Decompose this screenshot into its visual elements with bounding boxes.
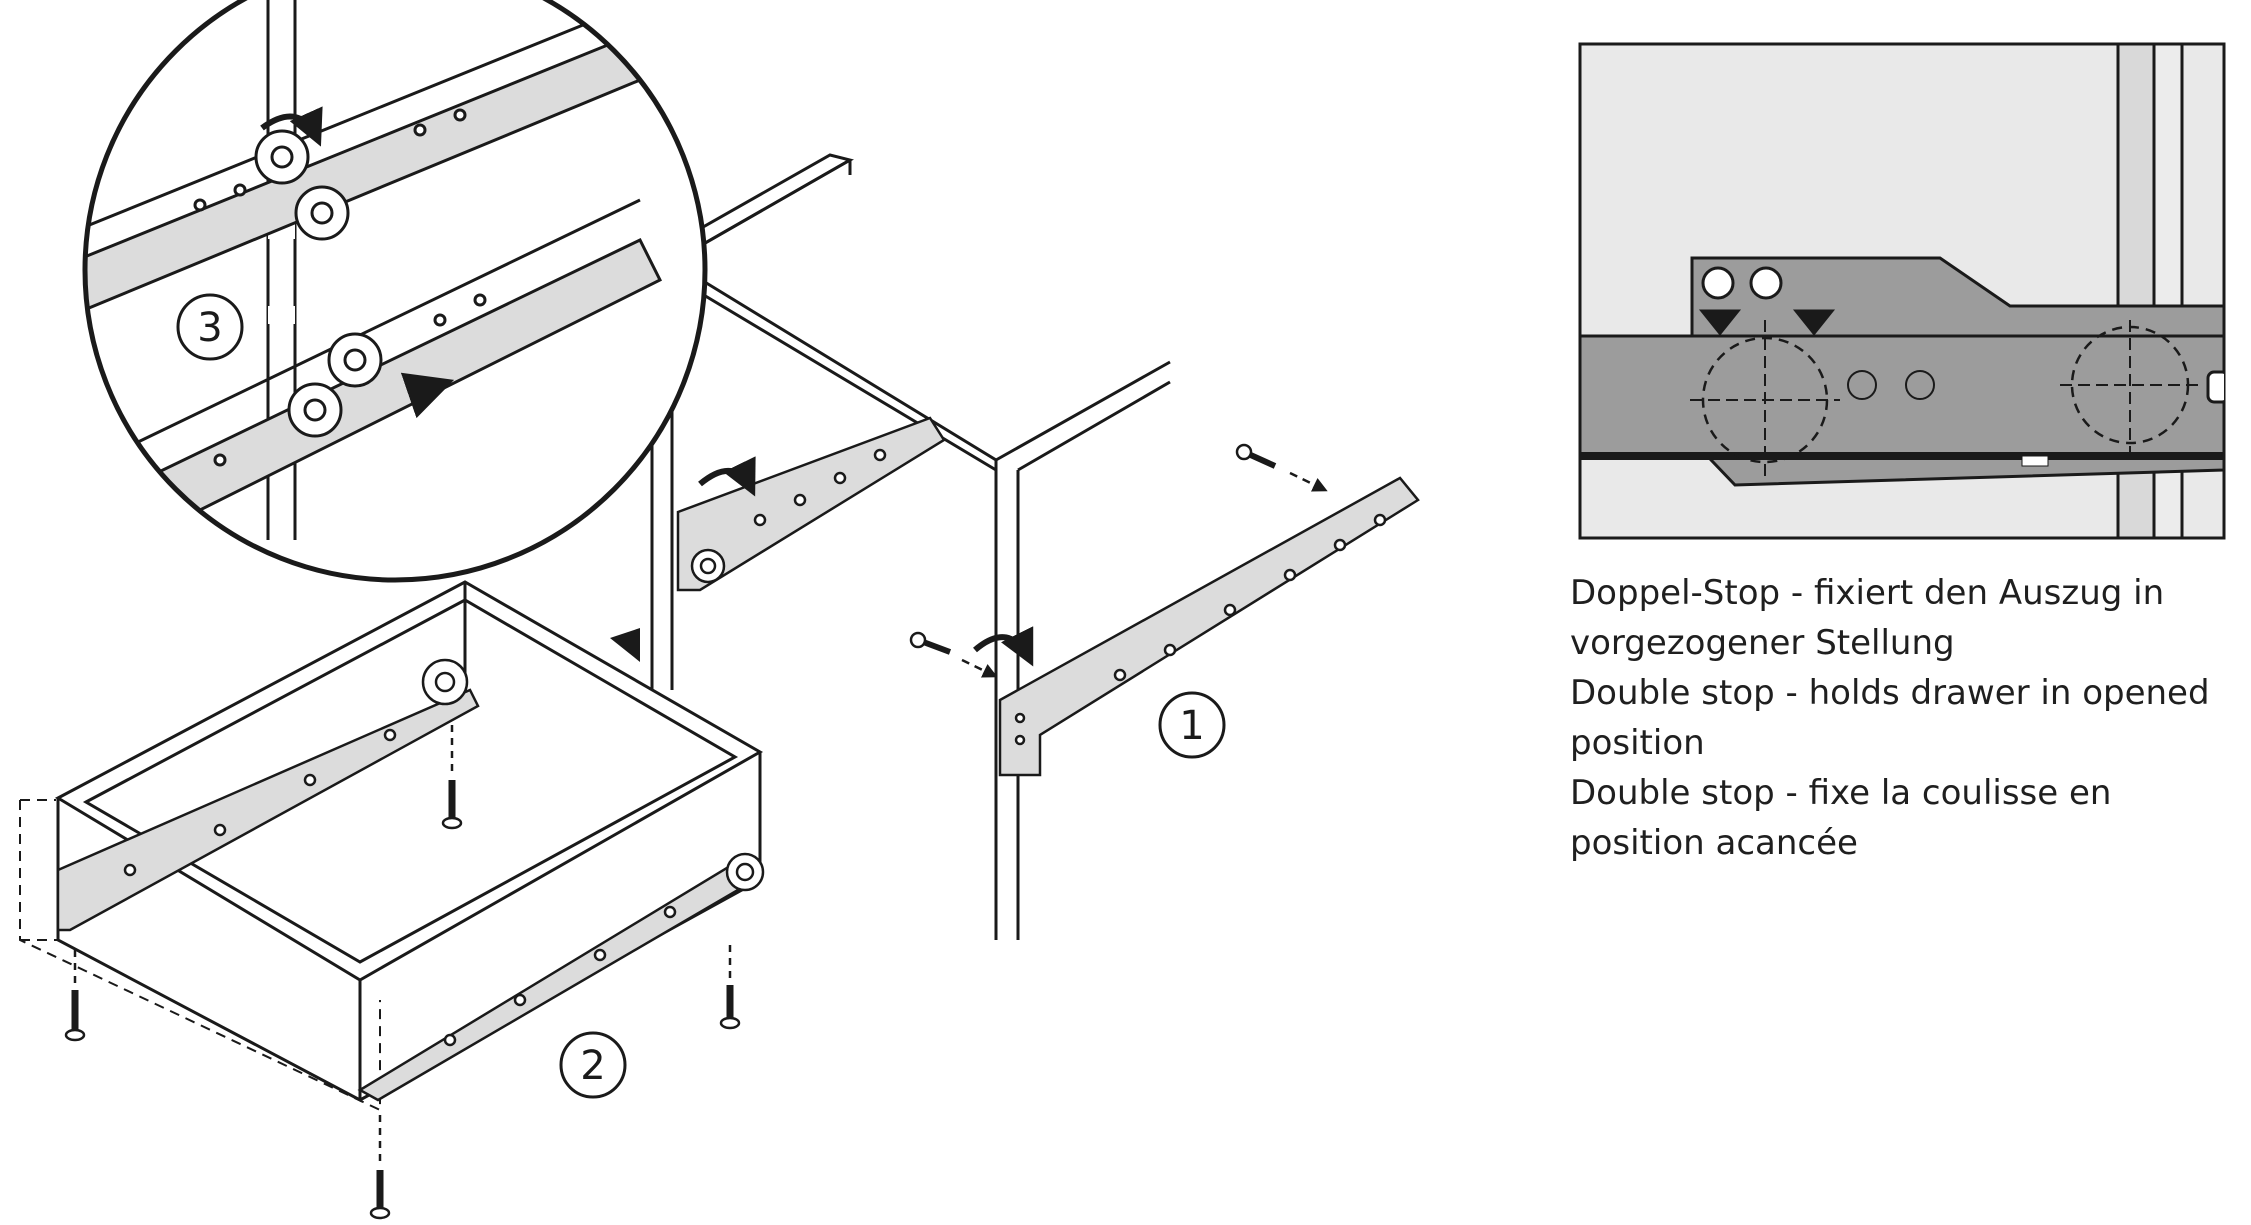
drawer-rail-right	[357, 852, 765, 1102]
screw-drawer-front-left	[64, 950, 86, 1042]
caption-line-fr-2: position acancée	[1570, 823, 1858, 863]
magnifier-detail: 3	[82, 0, 708, 583]
caption-line-en-2: position	[1570, 723, 1705, 763]
step-3-label: 3	[197, 305, 222, 351]
cabinet-rail-left	[676, 416, 946, 592]
caption-line-fr-1: Double stop - fixe la coulisse en	[1570, 773, 2112, 813]
step-2-marker: 2	[559, 1031, 627, 1099]
drawer-front-outline	[19, 799, 381, 1112]
drawer-rail-left	[56, 658, 480, 932]
rotate-arrow-left	[698, 456, 756, 497]
screw-drawer-center	[441, 725, 463, 830]
pointer-triangle-cabinet	[610, 628, 640, 662]
rotate-arrow-right	[973, 626, 1034, 667]
double-stop-detail	[1578, 42, 2226, 540]
screw-drawer-back-right	[719, 945, 741, 1030]
cabinet-rail-right	[998, 476, 1420, 777]
screw-drawer-bottom	[369, 1115, 391, 1220]
step-2-label: 2	[580, 1043, 605, 1089]
caption-line-de-1: Doppel-Stop - fixiert den Auszug in	[1570, 573, 2165, 613]
caption-line-de-2: vorgezogener Stellung	[1570, 623, 1955, 663]
step-3-marker: 3	[176, 293, 244, 361]
step-1-label: 1	[1179, 703, 1204, 749]
step-1-marker: 1	[1158, 691, 1226, 759]
caption-line-en-1: Double stop - holds drawer in opened	[1570, 673, 2210, 713]
screw-cabinet-bottom	[909, 631, 998, 678]
double-stop-caption: Doppel-Stop - fixiert den Auszug in vorg…	[1570, 568, 2210, 868]
screw-cabinet-top	[1235, 443, 1328, 492]
